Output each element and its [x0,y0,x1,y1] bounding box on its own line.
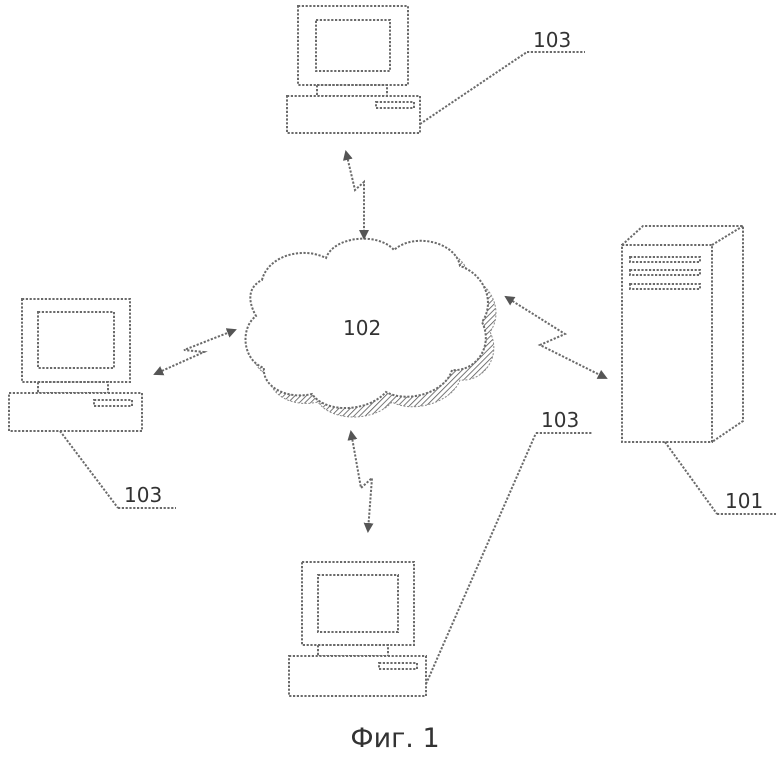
figure-caption: Фиг. 1 [350,723,439,754]
label-client-bottom: 103 [541,408,579,432]
link-left-to-cloud [155,330,235,374]
leader-line-server [665,442,717,514]
link-bottom-to-cloud [351,432,372,531]
link-top-to-cloud [346,152,364,238]
client-computer-top [287,6,420,133]
client-computer-bottom [289,562,426,696]
label-network: 102 [343,316,381,340]
server-tower [622,226,743,442]
network-cloud: 102 [246,239,496,417]
client-computer-left [9,299,142,431]
leader-line-bottom [426,433,536,684]
label-client-left: 103 [124,483,162,507]
label-server: 101 [725,489,763,513]
leader-line-top [420,52,527,124]
leader-line-left [60,431,118,508]
link-server-to-cloud [506,297,606,378]
label-client-top: 103 [533,28,571,52]
